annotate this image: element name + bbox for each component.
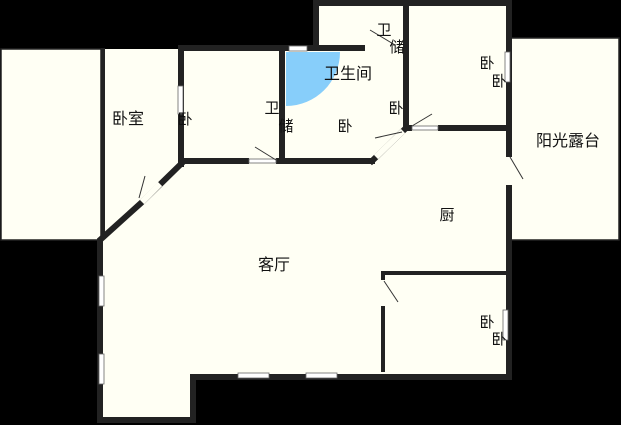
glyph-label: 储: [278, 117, 293, 135]
window: [502, 309, 509, 341]
window: [504, 51, 511, 83]
room-left[interactable]: [0, 48, 102, 241]
door-swing-arc: [286, 52, 340, 106]
windows: [98, 45, 511, 385]
glyph-label: 卧: [491, 330, 506, 348]
window: [98, 353, 105, 385]
window: [305, 372, 338, 379]
room-label-upper-left: 卧室: [112, 109, 144, 128]
glyph-label: 卧: [388, 99, 403, 117]
glyph-label: 卧: [177, 110, 192, 128]
living-room-floor: [103, 128, 506, 417]
room-label-right: 阳光露台: [536, 131, 600, 150]
glyph-label: 卧: [491, 72, 506, 90]
room-label-bathroom: 卫生间: [324, 64, 372, 83]
glyph-label: 卧: [337, 117, 352, 135]
glyph-label: 卧: [479, 313, 494, 331]
glyph-label: 卫: [264, 99, 279, 117]
room-upper-mid-floor: [183, 49, 282, 161]
window: [248, 158, 277, 164]
window: [411, 125, 439, 131]
room-label-living: 客厅: [258, 255, 290, 274]
glyph-label: 储: [389, 38, 404, 56]
door-leaves: [138, 29, 524, 303]
glyph-label: 卧: [479, 54, 494, 72]
window: [98, 275, 105, 307]
window: [288, 45, 308, 52]
glyph-label: 厨: [439, 206, 454, 224]
window: [177, 85, 184, 115]
glyph-label: 卫: [376, 21, 391, 39]
upper-closet-floor: [316, 5, 407, 49]
window: [237, 372, 270, 379]
room-upper-right-floor: [407, 5, 506, 128]
